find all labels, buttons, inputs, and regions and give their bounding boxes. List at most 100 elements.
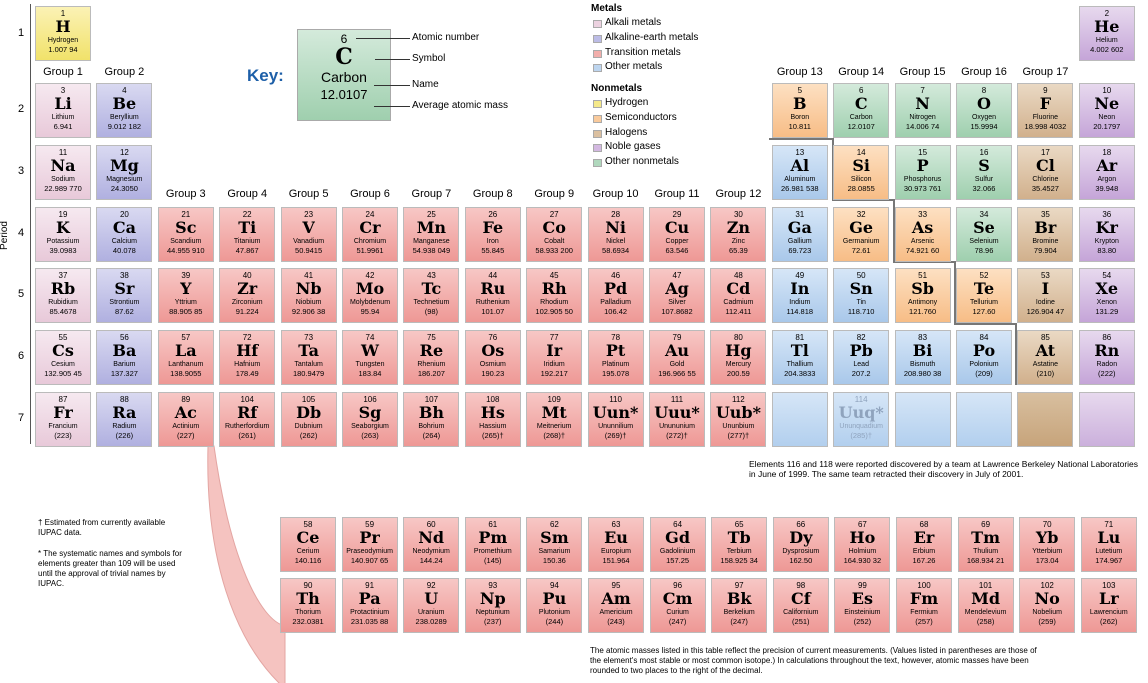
element-placeholder[interactable]: [1017, 392, 1074, 447]
element-placeholder[interactable]: [1078, 392, 1135, 447]
element-placeholder[interactable]: [771, 392, 828, 447]
element-placeholder[interactable]: [894, 392, 951, 447]
element-placeholder[interactable]: [956, 392, 1012, 447]
